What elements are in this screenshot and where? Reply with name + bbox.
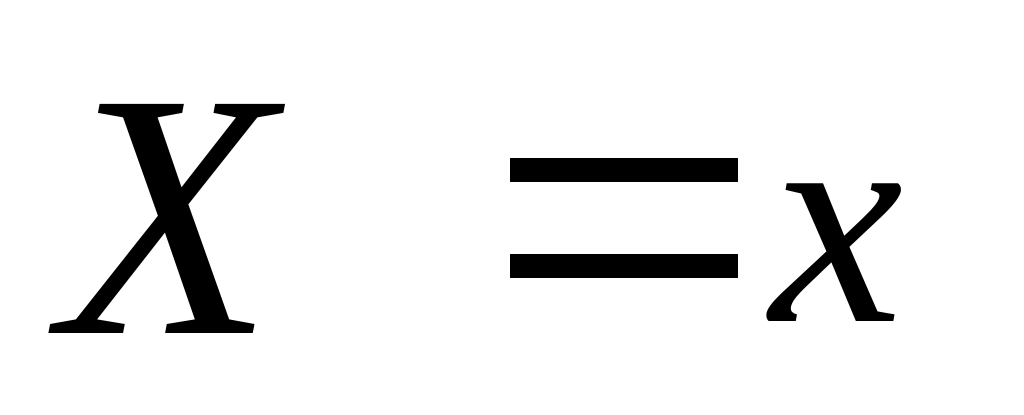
equals-bar-bottom xyxy=(510,254,738,278)
variable-uppercase-x: X xyxy=(60,21,274,409)
equals-sign: = xyxy=(510,158,738,278)
variable-lowercase-x: x xyxy=(770,54,904,386)
equals-bar-top xyxy=(510,158,738,182)
